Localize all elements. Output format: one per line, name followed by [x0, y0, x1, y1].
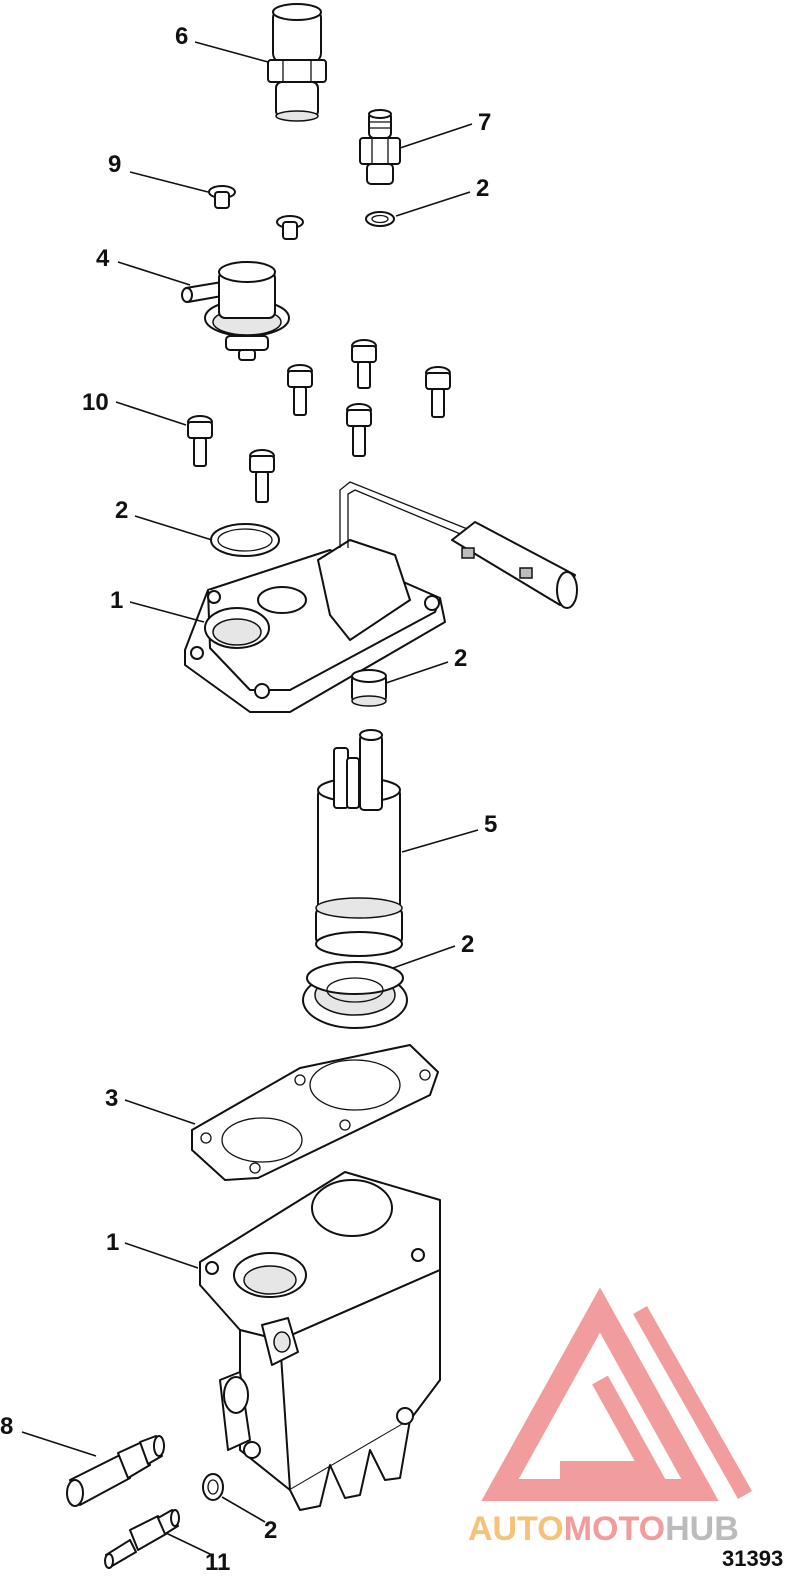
part-9-screw-second — [276, 215, 304, 240]
part-11-fitting — [104, 1509, 180, 1569]
part-4-pressure-regulator — [181, 261, 290, 361]
bolt-5 — [346, 403, 372, 457]
part-6-hose-fitting — [267, 3, 327, 122]
callout-7: 7 — [478, 109, 491, 136]
bolt-3 — [425, 366, 451, 418]
bolt-2 — [287, 364, 313, 416]
part-7-fitting — [359, 109, 401, 185]
watermark-logo: AUTOMOTOHUB — [468, 1287, 752, 1548]
part-2-seal — [302, 961, 408, 1029]
callout-2-seal: 2 — [461, 931, 474, 958]
part-1-lower-housing — [199, 1171, 441, 1511]
callout-1-upper: 1 — [110, 587, 123, 614]
part-1-upper-cover — [184, 481, 578, 713]
part-5-fuel-pump — [315, 729, 403, 957]
bolt-4 — [187, 415, 213, 467]
watermark-auto: AUTO — [468, 1510, 564, 1548]
part-3-gasket — [191, 1044, 439, 1181]
callout-11: 11 — [205, 1549, 230, 1576]
callout-2-washer: 2 — [264, 1517, 277, 1544]
callout-2-top: 2 — [476, 175, 489, 202]
watermark-moto: MOTO — [564, 1510, 665, 1548]
part-2-sleeve — [351, 669, 387, 707]
callout-3: 3 — [105, 1085, 118, 1112]
part-2-washer — [202, 1473, 224, 1501]
callout-2-oring: 2 — [115, 497, 128, 524]
part-10-bolts — [187, 339, 451, 503]
figure-number: 31393 — [722, 1546, 783, 1571]
callout-8: 8 — [0, 1413, 13, 1440]
callout-6: 6 — [175, 23, 188, 50]
callout-10: 10 — [82, 389, 109, 416]
callout-1-lower: 1 — [106, 1229, 119, 1256]
callout-9: 9 — [108, 151, 121, 178]
svg-text:AUTOMOTOHUB: AUTOMOTOHUB — [468, 1510, 739, 1548]
bolt-1 — [351, 339, 377, 389]
callout-2-sleeve: 2 — [454, 645, 467, 672]
leader-lines — [21, 41, 479, 1556]
callout-4: 4 — [96, 245, 110, 272]
part-2-o-ring-large — [210, 523, 280, 557]
watermark-hub: HUB — [665, 1510, 739, 1548]
part-8-hose-barb — [66, 1435, 165, 1507]
part-2-o-ring-small — [365, 211, 395, 227]
callout-labels: 6 7 9 2 4 10 2 1 2 5 2 3 1 8 2 11 — [0, 23, 497, 1576]
callout-5: 5 — [484, 811, 497, 838]
bolt-6 — [249, 449, 275, 503]
part-9-screw — [208, 185, 236, 209]
